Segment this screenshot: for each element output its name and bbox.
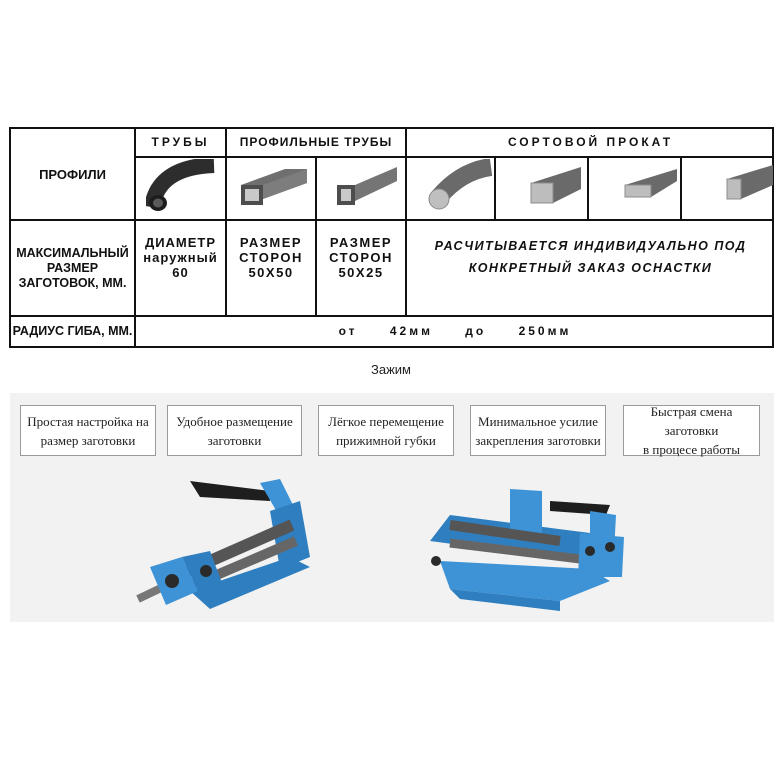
feature-line: размер заготовки bbox=[40, 432, 136, 448]
size-line: 60 bbox=[172, 265, 189, 280]
row-header-max-size: МАКСИМАЛЬНЫЙ РАЗМЕР ЗАГОТОВОК, ММ. bbox=[11, 221, 134, 315]
size-rolled-note: РАСЧИТЫВАЕТСЯ ИНДИВИДУАЛЬНО ПОД КОНКРЕТН… bbox=[407, 221, 774, 315]
size-tube: ДИАМЕТР наружный 60 bbox=[136, 221, 225, 315]
feature-line: Лёгкое перемещение bbox=[328, 413, 444, 429]
size-rect-tube: РАЗМЕР СТОРОН 50Х25 bbox=[317, 221, 405, 315]
specs-table: ПРОФИЛИ МАКСИМАЛЬНЫЙ РАЗМЕР ЗАГОТОВОК, М… bbox=[9, 127, 774, 348]
clamp-photo-left bbox=[136, 479, 310, 609]
size-line: СТОРОН bbox=[239, 250, 303, 265]
rect-tube-profile-icon bbox=[337, 167, 397, 205]
feature-line: Быстрая смена заготовки bbox=[650, 404, 733, 438]
row-header-radius: РАДИУС ГИБА, ММ. bbox=[12, 324, 133, 338]
round-tube-profile-icon bbox=[146, 159, 215, 211]
feature-line: Удобное размещение bbox=[176, 413, 293, 429]
grid-line bbox=[134, 129, 136, 315]
feature-line: заготовки bbox=[207, 432, 262, 448]
size-line: 50Х25 bbox=[338, 265, 384, 280]
size-square-tube: РАЗМЕР СТОРОН 50Х50 bbox=[227, 221, 315, 315]
clamp-photo-right bbox=[430, 489, 624, 611]
feature-box: Лёгкое перемещение прижимной губки bbox=[318, 405, 454, 456]
round-bar-profile-icon bbox=[428, 159, 493, 210]
grid-line bbox=[225, 129, 227, 315]
size-line: РАЗМЕР bbox=[239, 235, 303, 250]
row-header-line: РАЗМЕР bbox=[46, 260, 99, 275]
size-line: 50Х50 bbox=[248, 265, 294, 280]
flat-bar-profile-icon bbox=[624, 169, 677, 198]
feature-line: в процесе работы bbox=[643, 442, 740, 457]
feature-box: Минимальное усилие закрепления заготовки bbox=[470, 405, 606, 456]
feature-line: Простая настройка на bbox=[27, 413, 149, 429]
square-bar-profile-icon bbox=[530, 167, 581, 204]
grid-line bbox=[494, 157, 496, 219]
row-header-line: ЗАГОТОВОК, ММ. bbox=[18, 275, 127, 290]
grid-line bbox=[11, 315, 774, 317]
section-caption: Зажим bbox=[371, 362, 411, 377]
size-line: РАСЧИТЫВАЕТСЯ ИНДИВИДУАЛЬНО ПОД bbox=[434, 239, 747, 253]
grid-line bbox=[11, 219, 774, 221]
row-header-profiles: ПРОФИЛИ bbox=[39, 166, 106, 182]
grid-line bbox=[315, 157, 317, 315]
feature-line: прижимной губки bbox=[336, 432, 436, 448]
hex-bar-profile-icon bbox=[726, 165, 773, 200]
square-tube-profile-icon bbox=[241, 169, 307, 205]
radius-value: от 42мм до 250мм bbox=[338, 324, 572, 338]
size-line: КОНКРЕТНЫЙ ЗАКАЗ ОСНАСТКИ bbox=[468, 261, 713, 275]
group-header-profile-tubes: ПРОФИЛЬНЫЕ ТРУБЫ bbox=[239, 135, 393, 149]
size-line: наружный bbox=[143, 250, 218, 265]
grid-line bbox=[680, 157, 682, 219]
feature-box: Удобное размещение заготовки bbox=[167, 405, 302, 456]
size-line: ДИАМЕТР bbox=[144, 235, 217, 250]
size-line: РАЗМЕР bbox=[329, 235, 393, 250]
grid-line bbox=[134, 315, 136, 346]
feature-box: Простая настройка на размер заготовки bbox=[20, 405, 156, 456]
grid-line bbox=[405, 129, 407, 315]
feature-line: Минимальное усилие bbox=[478, 413, 598, 429]
row-header-line: МАКСИМАЛЬНЫЙ bbox=[16, 245, 129, 260]
group-header-section-rolled: СОРТОВОЙ ПРОКАТ bbox=[507, 135, 674, 149]
group-header-tubes: ТРУБЫ bbox=[151, 135, 210, 149]
feature-line: закрепления заготовки bbox=[475, 432, 601, 448]
feature-box: Быстрая смена заготовки в процесе работы bbox=[623, 404, 760, 457]
grid-line bbox=[587, 157, 589, 219]
grid-line bbox=[134, 156, 774, 158]
clamp-gallery: Простая настройка на размер заготовки Удо… bbox=[10, 393, 774, 622]
size-line: СТОРОН bbox=[329, 250, 393, 265]
